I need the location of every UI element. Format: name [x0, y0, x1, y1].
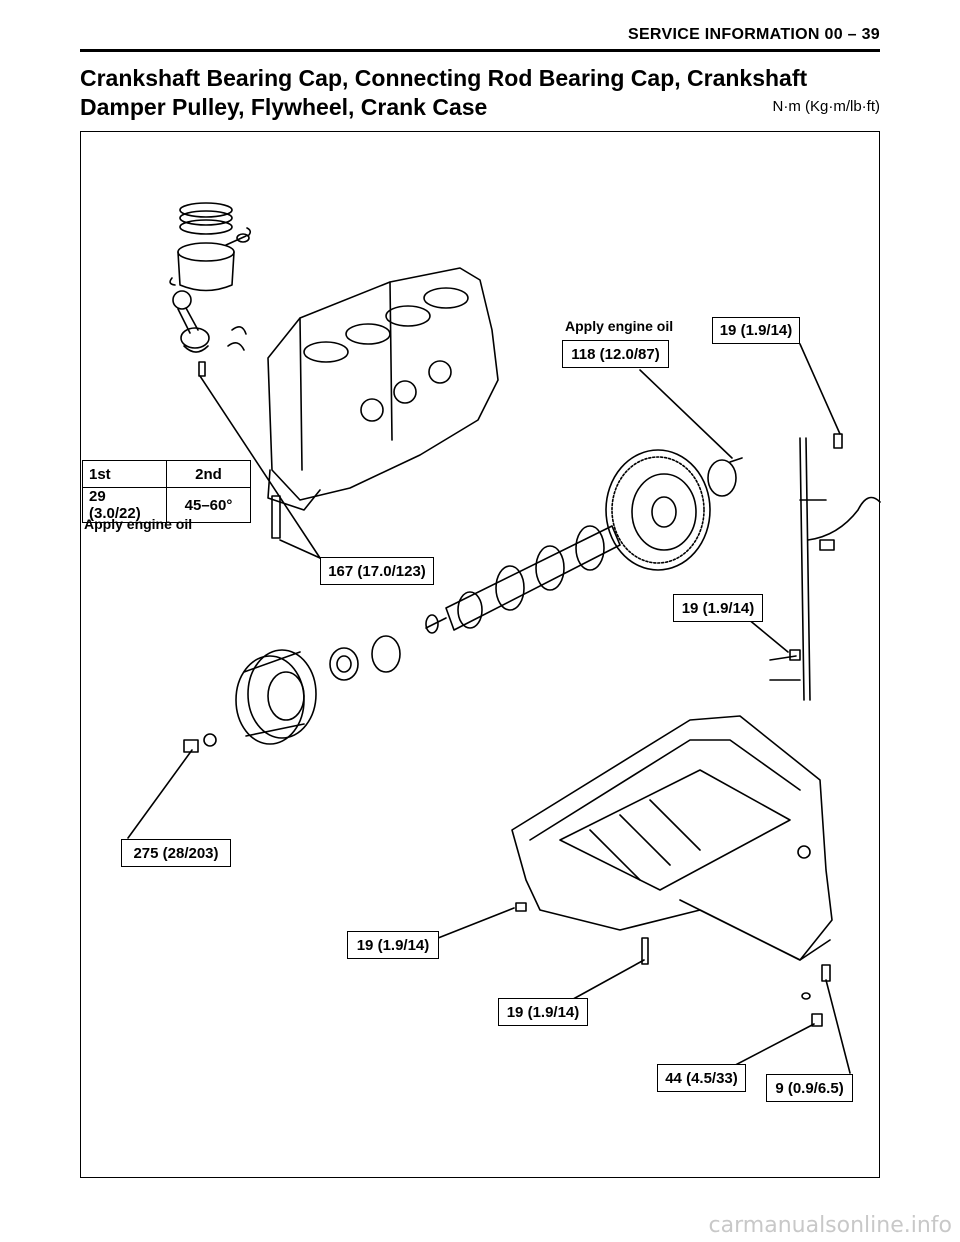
table-value-1st: 29 (3.0/22): [82, 487, 167, 523]
apply-oil-note-top: Apply engine oil: [565, 318, 674, 334]
torque-pulley-bolt: 275 (28/203): [121, 839, 231, 867]
torque-main-cap-bolt: 167 (17.0/123): [320, 557, 434, 585]
flywheel-icon: [605, 449, 743, 571]
table-value-2nd: 45–60°: [166, 487, 251, 523]
connecting-rod-icon: [172, 290, 247, 377]
page-title: Crankshaft Bearing Cap, Connecting Rod B…: [80, 65, 808, 120]
piston-icon: [169, 202, 252, 292]
torque-oil-pan-side: 19 (1.9/14): [498, 998, 588, 1026]
watermark-text: carmanualsonline.info: [708, 1213, 952, 1238]
bearing-cap-torque-table: 1st 2nd 29 (3.0/22) 45–60°: [82, 460, 251, 523]
units-label: N·m (Kg·m/lb·ft): [772, 98, 881, 115]
torque-pan-stud: 9 (0.9/6.5): [766, 1074, 853, 1102]
page-header-title: SERVICE INFORMATION 00 – 39: [627, 26, 880, 43]
torque-flywheel-bolt: 118 (12.0/87): [562, 340, 669, 368]
torque-oil-pan-front: 19 (1.9/14): [347, 931, 439, 959]
diagram-frame: [80, 131, 880, 1178]
dipstick-icon: [769, 433, 881, 701]
torque-dipstick-lower: 19 (1.9/14): [673, 594, 763, 622]
cylinder-block-icon: [267, 267, 499, 539]
torque-drain-plug: 44 (4.5/33): [657, 1064, 746, 1092]
damper-pulley-icon: [183, 649, 317, 753]
table-header-2nd: 2nd: [166, 460, 251, 488]
crankshaft-icon: [425, 525, 621, 634]
table-header-1st: 1st: [82, 460, 167, 488]
torque-dipstick-upper: 19 (1.9/14): [712, 317, 800, 344]
header-rule: [80, 49, 880, 52]
oil-pan-icon: [511, 715, 833, 961]
